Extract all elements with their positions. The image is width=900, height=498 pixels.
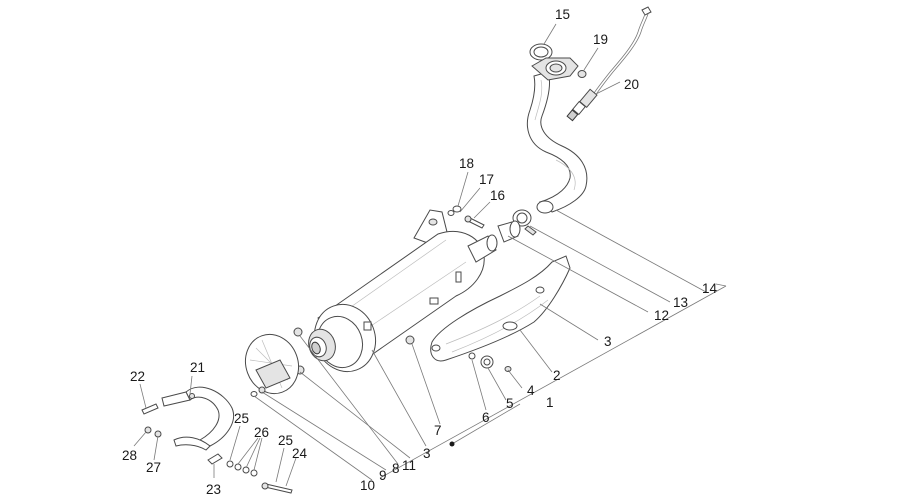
part-washer [447, 205, 462, 216]
part-lambda-sensor [566, 6, 652, 122]
part-bolt [464, 215, 485, 229]
part-support-strap [161, 386, 234, 451]
callout-9: 9 [379, 468, 387, 483]
callout-22: 22 [130, 369, 145, 384]
callout-27: 27 [146, 460, 161, 475]
callout-25-right: 25 [278, 433, 293, 448]
callout-10: 10 [360, 478, 375, 493]
part-clamp [512, 209, 537, 236]
callout-7: 7 [434, 423, 442, 438]
callout-18: 18 [459, 156, 474, 171]
callout-5: 5 [506, 396, 514, 411]
callout-3-lower: 3 [423, 446, 431, 461]
part-muffler [308, 209, 498, 373]
callout-13: 13 [673, 295, 688, 310]
callout-labels: 15 19 20 18 17 16 14 13 12 3 2 4 1 5 6 7… [122, 7, 718, 497]
callout-1: 1 [546, 395, 554, 410]
part-pin [141, 403, 159, 415]
part-gasket-ring [529, 43, 553, 61]
part-sleeve [497, 220, 521, 243]
callout-8: 8 [392, 461, 400, 476]
part-long-bolt [261, 482, 293, 494]
callout-26: 26 [254, 425, 269, 440]
part-shield-fixings [468, 352, 512, 372]
leader-lines [133, 23, 707, 487]
callout-16: 16 [490, 188, 505, 203]
callout-11: 11 [402, 458, 416, 473]
assembly-bracket-lines [379, 283, 727, 479]
part-washer-row [226, 460, 258, 477]
callout-15: 15 [555, 7, 570, 22]
callout-2: 2 [553, 368, 561, 383]
callout-25-left: 25 [234, 411, 249, 426]
part-nut [577, 70, 587, 78]
part-end-cover [245, 333, 299, 397]
callout-12: 12 [654, 308, 669, 323]
callout-23: 23 [206, 482, 221, 497]
origin-dot [449, 441, 455, 447]
callout-20: 20 [624, 77, 639, 92]
callout-4: 4 [527, 383, 535, 398]
callout-14: 14 [702, 281, 718, 296]
callout-21: 21 [190, 360, 205, 375]
callout-3-upper: 3 [604, 334, 612, 349]
part-small-bracket [207, 453, 223, 465]
part-small-nuts [144, 426, 162, 438]
part-header-pipe [526, 57, 588, 214]
callout-19: 19 [593, 32, 608, 47]
callout-6: 6 [482, 410, 490, 425]
callout-24: 24 [292, 446, 308, 461]
callout-17: 17 [479, 172, 494, 187]
part-heat-shield [430, 255, 571, 362]
callout-28: 28 [122, 448, 137, 463]
